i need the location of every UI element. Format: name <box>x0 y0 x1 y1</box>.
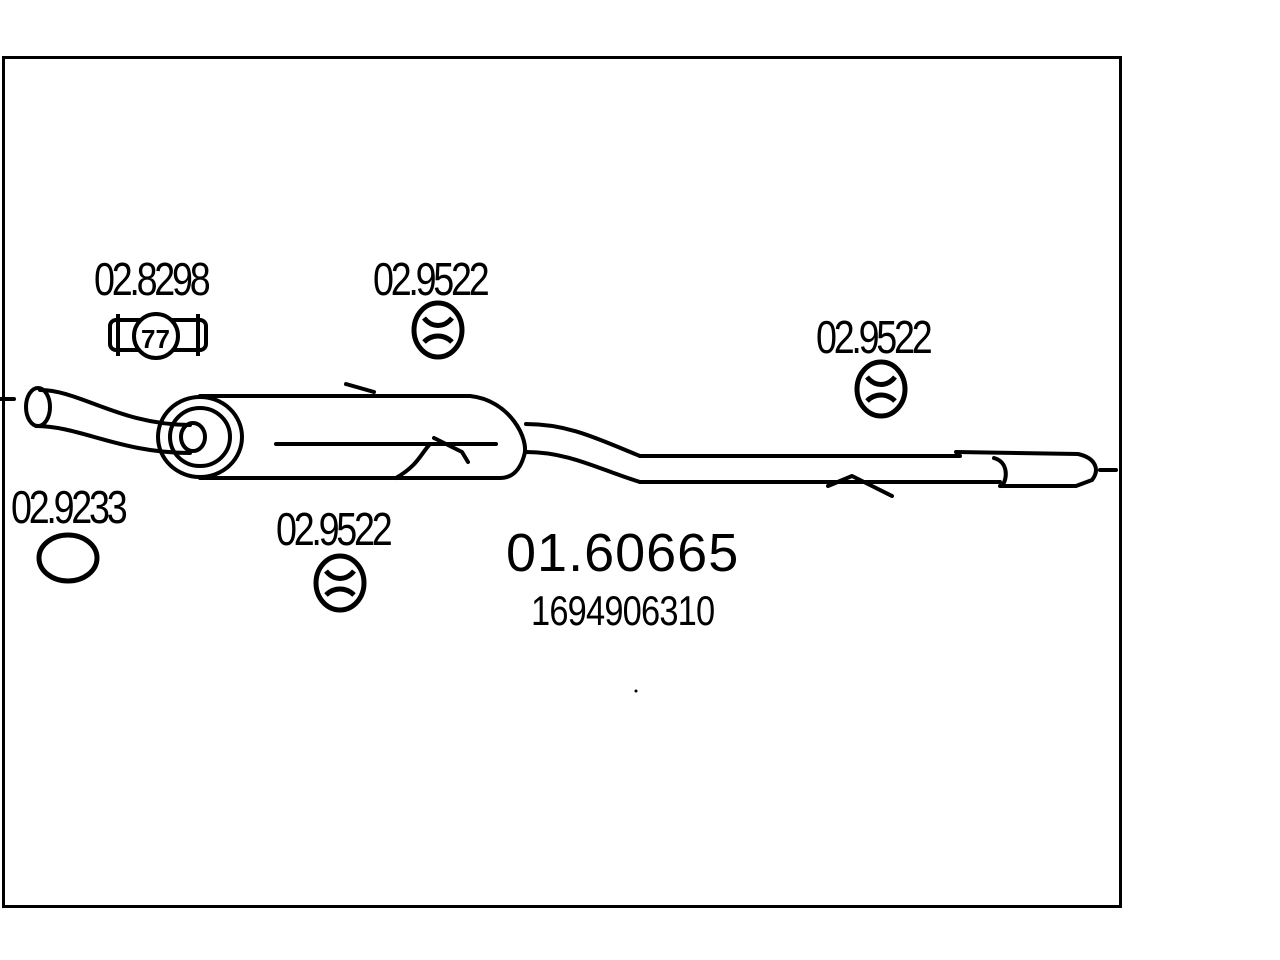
diagram-frame <box>2 56 1122 908</box>
tail-pipe <box>524 422 1118 498</box>
part-label-hanger: 02.9522 <box>276 503 393 555</box>
rubber-hanger-icon <box>411 300 465 360</box>
part-label-hanger: 02.9522 <box>373 253 490 305</box>
rubber-hanger-icon <box>313 553 367 613</box>
clamp-icon: 77 <box>108 312 208 360</box>
dot-mark <box>634 689 638 693</box>
middle-muffler <box>156 382 527 480</box>
rubber-hanger-icon <box>854 359 908 419</box>
part-label-clamp: 02.8298 <box>94 253 211 305</box>
oem-number: 1694906310 <box>531 587 715 634</box>
svg-text:77: 77 <box>141 324 170 354</box>
inlet-pipe <box>0 386 192 455</box>
gasket-ring-icon <box>36 532 100 584</box>
part-label-hanger: 02.9522 <box>816 311 933 363</box>
main-part-number: 01.60665 <box>506 523 740 583</box>
part-label-gasket: 02.9233 <box>11 481 128 533</box>
